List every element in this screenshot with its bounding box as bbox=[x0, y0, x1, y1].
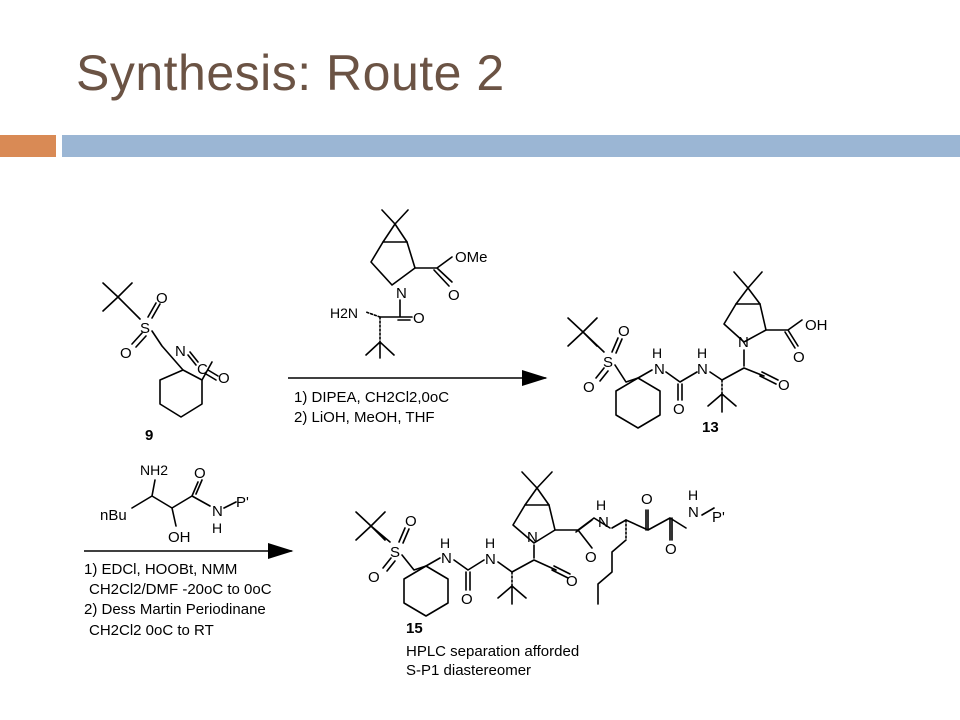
atom-o: O bbox=[566, 573, 578, 590]
atom-c: C bbox=[197, 361, 208, 378]
atom-o: O bbox=[120, 345, 132, 362]
atom-p: P' bbox=[712, 509, 725, 526]
atom-h: H bbox=[688, 487, 698, 503]
atom-oh: OH bbox=[168, 529, 191, 546]
step2-condition-3: 2) Dess Martin Periodinane bbox=[84, 601, 266, 618]
compound-15-label: 15 bbox=[406, 620, 423, 637]
compound-9-structure: S O O N C O 9 bbox=[102, 282, 230, 444]
atom-h: H bbox=[212, 520, 222, 536]
atom-n: N bbox=[212, 503, 223, 520]
atom-o: O bbox=[218, 370, 230, 387]
step1-reagent-structure: N OMe O O H2N bbox=[330, 209, 488, 359]
atom-o: O bbox=[461, 591, 473, 608]
step1-condition-2: 2) LiOH, MeOH, THF bbox=[294, 409, 435, 426]
atom-n: N bbox=[485, 551, 496, 568]
atom-o: O bbox=[194, 465, 206, 482]
atom-o: O bbox=[448, 287, 460, 304]
step2-condition-1: 1) EDCl, HOOBt, NMM bbox=[84, 561, 237, 578]
atom-n: N bbox=[175, 343, 186, 360]
step2-condition-4: CH2Cl2 0oC to RT bbox=[89, 622, 214, 639]
note-line-1: HPLC separation afforded bbox=[406, 643, 579, 660]
step2-reagent-structure: NH2 O nBu OH N H P' bbox=[100, 462, 249, 546]
atom-h: H bbox=[697, 345, 707, 361]
atom-o: O bbox=[641, 491, 653, 508]
atom-oh: OH bbox=[805, 317, 828, 334]
compound-15-structure: S O O H N O H N N O O H N O O H N P' bbox=[355, 471, 725, 637]
step2-condition-2: CH2Cl2/DMF -20oC to 0oC bbox=[89, 581, 272, 598]
atom-h: H bbox=[440, 535, 450, 551]
atom-s: S bbox=[140, 320, 150, 337]
atom-p: P' bbox=[236, 494, 249, 511]
atom-nh2: NH2 bbox=[140, 462, 168, 478]
atom-o: O bbox=[665, 541, 677, 558]
atom-h: H bbox=[485, 535, 495, 551]
atom-o: O bbox=[585, 549, 597, 566]
atom-h: H bbox=[652, 345, 662, 361]
atom-n: N bbox=[441, 550, 452, 567]
atom-o: O bbox=[583, 379, 595, 396]
atom-n: N bbox=[527, 529, 538, 546]
atom-s: S bbox=[603, 354, 613, 371]
atom-o: O bbox=[405, 513, 417, 530]
atom-n: N bbox=[697, 361, 708, 378]
slide-title: Synthesis: Route 2 bbox=[76, 45, 505, 101]
atom-h2n: H2N bbox=[330, 305, 358, 321]
atom-ome: OMe bbox=[455, 249, 488, 266]
atom-n: N bbox=[688, 504, 699, 521]
atom-o: O bbox=[413, 310, 425, 327]
atom-o: O bbox=[673, 401, 685, 418]
atom-o: O bbox=[793, 349, 805, 366]
atom-n: N bbox=[396, 285, 407, 302]
compound-9-label: 9 bbox=[145, 427, 153, 444]
atom-s: S bbox=[390, 544, 400, 561]
atom-n: N bbox=[598, 514, 609, 531]
atom-o: O bbox=[368, 569, 380, 586]
atom-o: O bbox=[778, 377, 790, 394]
title-accent-bar-orange bbox=[0, 135, 56, 157]
compound-13-structure: S O O H N O H N N O OH O 13 bbox=[567, 271, 828, 436]
step1-condition-1: 1) DIPEA, CH2Cl2,0oC bbox=[294, 389, 449, 406]
atom-nbu: nBu bbox=[100, 507, 127, 524]
note-line-2: S-P1 diastereomer bbox=[406, 662, 531, 679]
atom-n: N bbox=[654, 361, 665, 378]
atom-h: H bbox=[596, 497, 606, 513]
atom-o: O bbox=[618, 323, 630, 340]
title-accent-bar-blue bbox=[62, 135, 960, 157]
atom-o: O bbox=[156, 290, 168, 307]
compound-13-label: 13 bbox=[702, 419, 719, 436]
